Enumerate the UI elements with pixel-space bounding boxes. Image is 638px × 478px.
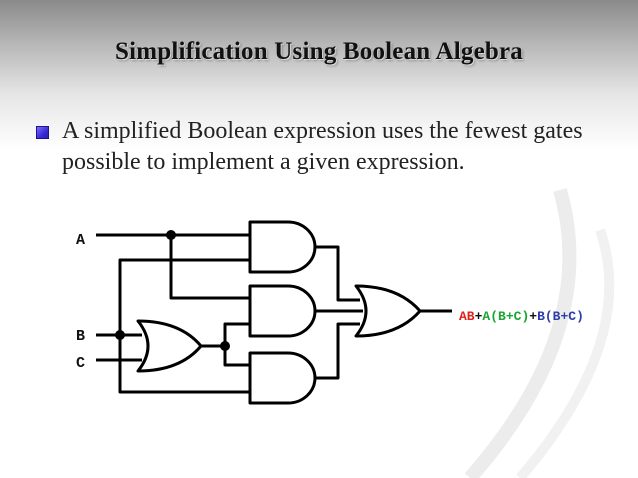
expr-term-b-bc: B(B+C) [537,309,584,324]
expr-term-ab: AB [459,309,475,324]
or-gate-1 [136,319,203,373]
expr-term-a: A [482,309,490,324]
bullet-text: A simplified Boolean expression uses the… [62,118,583,175]
wire-a-branch [169,235,250,300]
or-gate-2 [354,284,422,338]
junction-or1 [220,341,230,351]
junction-a [166,230,176,240]
expr-plus-1: + [475,309,483,324]
and-gate-1 [248,220,317,274]
input-label-c: C [76,355,85,372]
square-bullet-icon [36,126,49,139]
wire-or1-to-and3 [223,346,250,367]
expr-plus-2: + [529,309,537,324]
expr-term-bc: (B+C) [490,309,529,324]
wire-and1-out [315,245,360,302]
and-gate-3 [248,351,317,405]
wire-or1-to-and2 [223,322,250,346]
input-label-b: B [76,328,85,345]
output-expression: AB+A(B+C)+B(B+C) [459,309,584,324]
wire-and3-out [315,322,360,380]
slide-title: Simplification Using Boolean Algebra [115,38,523,65]
wire-b-to-and1 [118,258,250,335]
input-label-a: A [76,232,85,249]
and-gate-2 [248,284,317,338]
wire-b-to-and3 [118,335,250,394]
junction-b [115,330,125,340]
